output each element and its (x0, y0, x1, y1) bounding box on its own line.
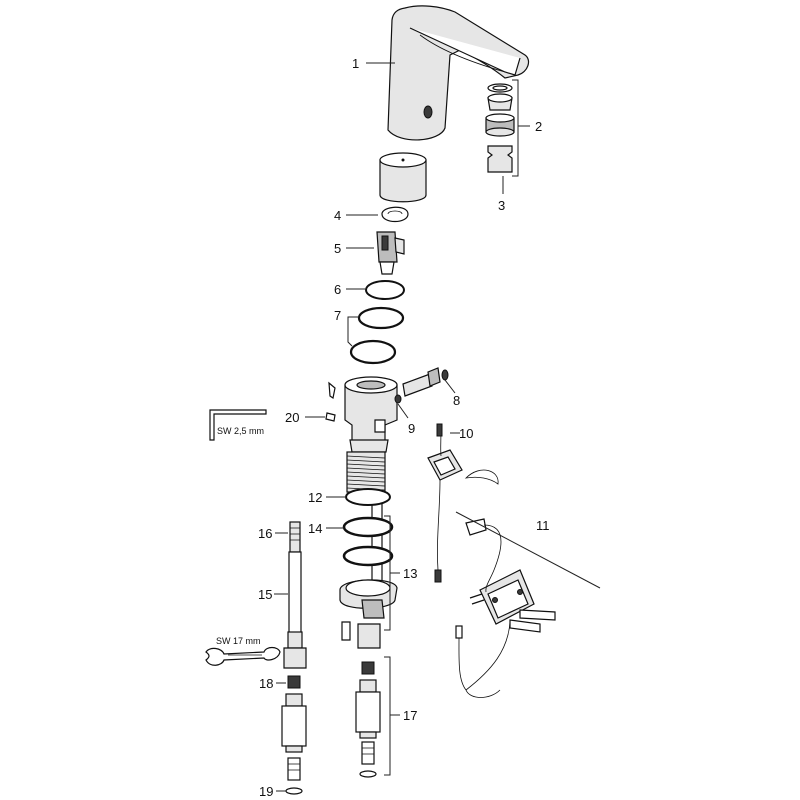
part-7-o-rings (349, 306, 405, 365)
callout-2: 2 (535, 119, 542, 134)
part-2-aerator-set (485, 83, 515, 137)
callout-14: 14 (308, 521, 322, 536)
part-9-seal (394, 394, 402, 404)
part-6-o-ring (365, 280, 405, 300)
part-16-hose-end (289, 521, 301, 553)
callout-3: 3 (498, 198, 505, 213)
callout-18: 18 (259, 676, 273, 691)
part-18-nut (287, 675, 301, 689)
callout-7: 7 (334, 308, 341, 323)
callout-16: 16 (258, 526, 272, 541)
hex-key-tool (209, 409, 267, 441)
part-1-spout-body (387, 5, 530, 141)
callout-4: 4 (334, 208, 341, 223)
part-extension-left (281, 693, 307, 753)
callout-20: 20 (285, 410, 299, 425)
part-17-check-valve-set (355, 661, 381, 778)
part-13-mounting-plate (339, 579, 398, 619)
callout-11: 11 (536, 518, 550, 533)
callout-17: 17 (403, 708, 417, 723)
wrench-size-label: SW 17 mm (216, 636, 261, 646)
part-14-washer (342, 516, 394, 538)
part-15-flexible-hose (283, 551, 307, 669)
part-5-solenoid-valve (376, 231, 405, 275)
part-small-screw (341, 621, 351, 641)
callout-15: 15 (258, 587, 272, 602)
part-19-strainer (285, 757, 303, 795)
open-end-wrench-tool (205, 646, 281, 666)
callout-6: 6 (334, 282, 341, 297)
part-screw-top-left (328, 381, 336, 399)
hex-key-size-label: SW 2,5 mm (217, 426, 264, 436)
callout-1: 1 (352, 56, 359, 71)
part-3-aerator-key (487, 145, 513, 173)
part-connector-nut (357, 623, 381, 649)
part-mixer-body-threaded-shank (344, 376, 398, 608)
callout-5: 5 (334, 241, 341, 256)
part-4-clip-ring (381, 206, 409, 223)
part-12-washer (345, 488, 391, 506)
part-cartridge-cylinder (379, 152, 427, 203)
callout-8: 8 (453, 393, 460, 408)
callout-9: 9 (408, 421, 415, 436)
part-cable-clip (464, 469, 499, 485)
callout-19: 19 (259, 784, 273, 799)
callout-10: 10 (459, 426, 473, 441)
part-10-electronic-module (427, 423, 463, 583)
callout-12: 12 (308, 490, 322, 505)
part-11-power-supply (455, 518, 556, 698)
callout-13: 13 (403, 566, 417, 581)
part-8-fitting (402, 367, 449, 397)
part-13-washer (342, 545, 394, 567)
part-20-grub-screw (325, 412, 336, 422)
